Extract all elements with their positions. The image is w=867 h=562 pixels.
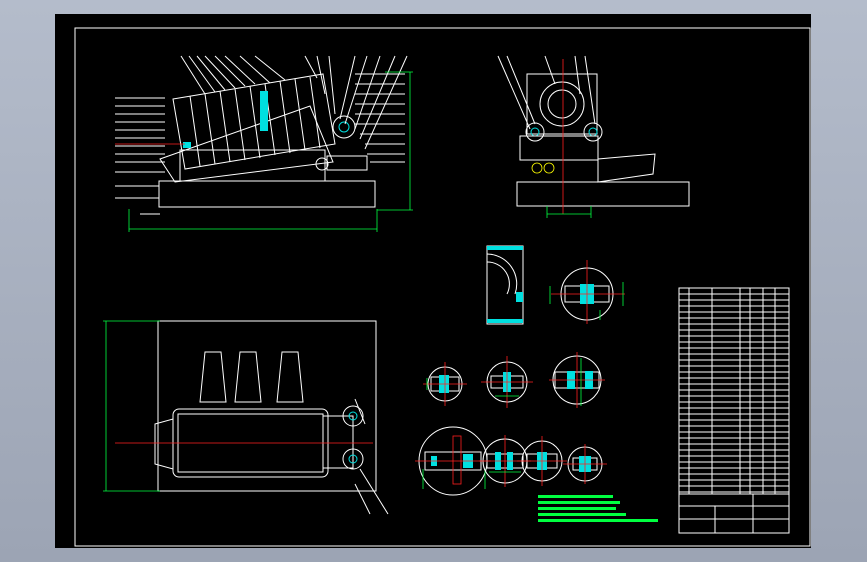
assembly-drawing: [74, 27, 811, 547]
front-view: [115, 55, 413, 232]
side-drum-inner: [547, 89, 577, 119]
front-leaders-top: [180, 55, 408, 150]
parts-list: [678, 287, 790, 534]
detail-section-b: [423, 362, 467, 406]
parts-list-rows: [679, 293, 789, 493]
side-view: [497, 55, 690, 218]
drawing-sheet[interactable]: [55, 14, 811, 548]
side-screen-box: [526, 73, 598, 135]
detail-section-g: [517, 436, 567, 486]
technical-notes: [538, 495, 658, 522]
plan-feed-hopper-1: [199, 351, 227, 403]
plan-feed-hopper-2: [234, 351, 262, 403]
plan-wheel-top: [342, 405, 364, 427]
motor-pulley: [332, 115, 356, 139]
plan-base: [157, 320, 377, 492]
detail-section-d: [549, 352, 605, 408]
screen-section-fill: [260, 91, 268, 131]
front-base: [158, 180, 376, 208]
screen-ribs: [189, 76, 321, 167]
side-bearing-left: [531, 162, 543, 174]
plan-feed-hopper-3: [276, 351, 304, 403]
side-base: [516, 181, 690, 207]
drawing-frame: [74, 27, 811, 547]
screen-box-body: [172, 73, 336, 170]
detail-section-c: [481, 356, 533, 408]
detail-section-h: [563, 444, 607, 484]
plan-leaders: [354, 398, 389, 515]
front-leaders-right: [355, 73, 405, 163]
plan-outlet: [154, 418, 174, 470]
drive-motor: [326, 155, 368, 171]
side-bearing-right: [543, 162, 555, 174]
detail-section-f: [479, 435, 531, 487]
side-leaders: [497, 55, 596, 130]
plan-dimensions: [103, 320, 160, 492]
detail-section-a: [549, 260, 625, 324]
side-wheel-right: [583, 122, 603, 142]
plan-drive-housing: [322, 415, 354, 469]
title-block: [678, 493, 790, 534]
motor-pulley-hub: [338, 121, 350, 133]
parts-list-columns: [688, 288, 776, 494]
side-drum: [539, 81, 585, 127]
side-support: [519, 135, 599, 161]
plan-view: [103, 320, 389, 515]
plan-wheel-bottom: [342, 448, 364, 470]
front-leaders-left: [115, 97, 165, 199]
detail-bracket: [486, 245, 524, 325]
side-chute: [597, 153, 656, 183]
front-section-small: [183, 142, 191, 148]
side-dimensions: [546, 206, 592, 218]
drive-pulley: [315, 157, 329, 171]
front-frame: [179, 149, 326, 182]
front-dimensions: [128, 71, 413, 232]
